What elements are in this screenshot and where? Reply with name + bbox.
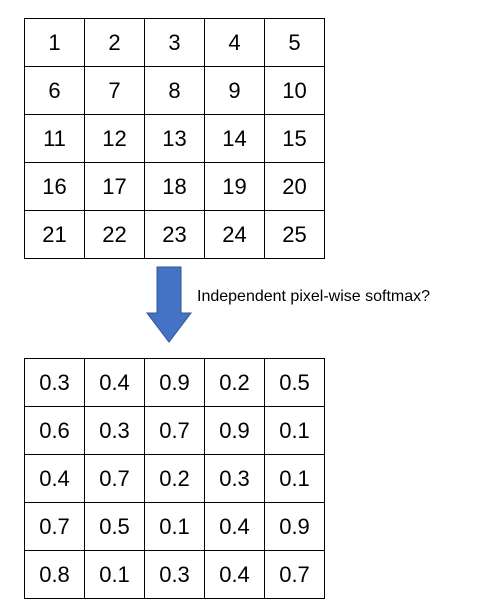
down-arrow-icon	[146, 266, 192, 343]
grid-cell: 23	[144, 210, 205, 259]
grid-cell: 0.7	[84, 454, 145, 503]
grid-cell: 16	[24, 162, 85, 211]
grid-cell: 0.5	[84, 502, 145, 551]
grid-row: 0.3 0.4 0.9 0.2 0.5	[24, 358, 325, 407]
grid-cell: 0.9	[144, 358, 205, 407]
grid-cell: 8	[144, 66, 205, 115]
grid-row: 0.4 0.7 0.2 0.3 0.1	[24, 454, 325, 503]
grid-cell: 2	[84, 18, 145, 67]
grid-cell: 0.2	[204, 358, 265, 407]
grid-cell: 4	[204, 18, 265, 67]
grid-row: 11 12 13 14 15	[24, 114, 325, 163]
grid-cell: 15	[264, 114, 325, 163]
grid-row: 0.8 0.1 0.3 0.4 0.7	[24, 550, 325, 599]
grid-cell: 18	[144, 162, 205, 211]
grid-cell: 0.3	[84, 406, 145, 455]
grid-cell: 6	[24, 66, 85, 115]
grid-cell: 7	[84, 66, 145, 115]
grid-cell: 17	[84, 162, 145, 211]
grid-cell: 0.1	[264, 454, 325, 503]
grid-cell: 20	[264, 162, 325, 211]
grid-cell: 9	[204, 66, 265, 115]
grid-row: 0.6 0.3 0.7 0.9 0.1	[24, 406, 325, 455]
grid-cell: 0.4	[204, 502, 265, 551]
grid-cell: 0.1	[264, 406, 325, 455]
grid-cell: 13	[144, 114, 205, 163]
grid-cell: 21	[24, 210, 85, 259]
grid-cell: 0.3	[204, 454, 265, 503]
grid-cell: 22	[84, 210, 145, 259]
input-grid: 1 2 3 4 5 6 7 8 9 10 11 12 13 14 15 16 1…	[24, 18, 325, 259]
grid-row: 0.7 0.5 0.1 0.4 0.9	[24, 502, 325, 551]
grid-cell: 1	[24, 18, 85, 67]
grid-cell: 0.4	[24, 454, 85, 503]
grid-row: 1 2 3 4 5	[24, 18, 325, 67]
grid-cell: 0.7	[264, 550, 325, 599]
grid-cell: 0.9	[204, 406, 265, 455]
grid-cell: 0.8	[24, 550, 85, 599]
transform-caption: Independent pixel-wise softmax?	[197, 288, 431, 305]
grid-cell: 0.2	[144, 454, 205, 503]
grid-cell: 0.3	[24, 358, 85, 407]
grid-cell: 11	[24, 114, 85, 163]
output-grid: 0.3 0.4 0.9 0.2 0.5 0.6 0.3 0.7 0.9 0.1 …	[24, 358, 325, 599]
grid-row: 21 22 23 24 25	[24, 210, 325, 259]
grid-row: 16 17 18 19 20	[24, 162, 325, 211]
grid-cell: 24	[204, 210, 265, 259]
grid-cell: 0.4	[84, 358, 145, 407]
grid-cell: 5	[264, 18, 325, 67]
grid-cell: 0.1	[144, 502, 205, 551]
grid-cell: 10	[264, 66, 325, 115]
grid-cell: 0.3	[144, 550, 205, 599]
grid-cell: 14	[204, 114, 265, 163]
grid-cell: 0.7	[144, 406, 205, 455]
grid-row: 6 7 8 9 10	[24, 66, 325, 115]
grid-cell: 19	[204, 162, 265, 211]
grid-cell: 0.5	[264, 358, 325, 407]
grid-cell: 0.6	[24, 406, 85, 455]
grid-cell: 3	[144, 18, 205, 67]
grid-cell: 12	[84, 114, 145, 163]
grid-cell: 0.4	[204, 550, 265, 599]
grid-cell: 0.1	[84, 550, 145, 599]
grid-cell: 25	[264, 210, 325, 259]
grid-cell: 0.7	[24, 502, 85, 551]
grid-cell: 0.9	[264, 502, 325, 551]
